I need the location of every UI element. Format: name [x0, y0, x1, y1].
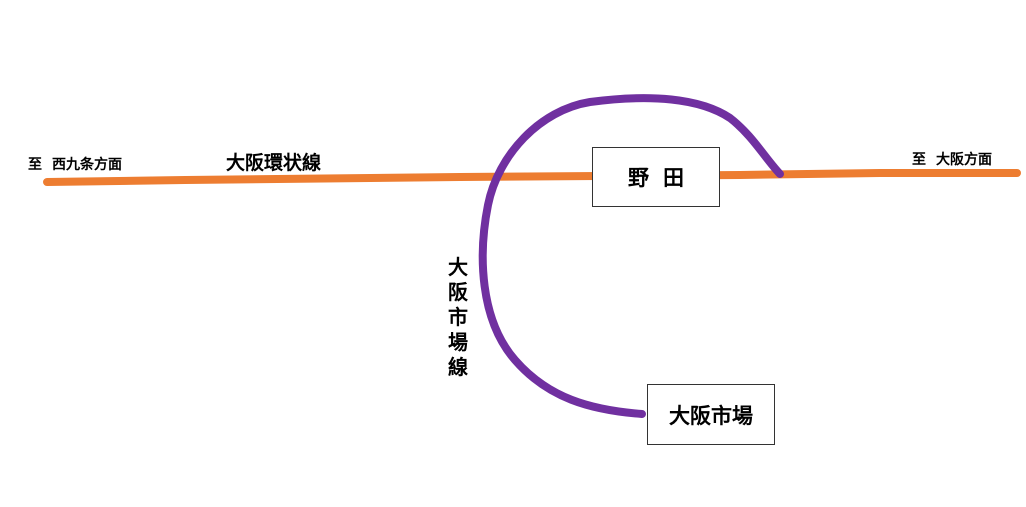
- direction-right-label: 至大阪方面: [912, 149, 992, 169]
- osaka-loop-line-label: 大阪環状線: [226, 152, 322, 174]
- osaka-market-line-label: 大阪市場線: [448, 255, 468, 379]
- osaka-loop-line-track[interactable]: [43, 169, 1021, 186]
- direction-left-label: 至西九条方面: [28, 154, 122, 174]
- direction-left-destination: 西九条方面: [52, 157, 122, 173]
- direction-right-destination: 大阪方面: [936, 152, 992, 168]
- direction-left-prefix: 至: [28, 157, 42, 173]
- station-noda[interactable]: 野田: [592, 147, 720, 207]
- direction-right-prefix: 至: [912, 152, 926, 168]
- osaka-market-line-track[interactable]: [478, 94, 784, 418]
- station-osaka-shijo[interactable]: 大阪市場: [647, 384, 775, 445]
